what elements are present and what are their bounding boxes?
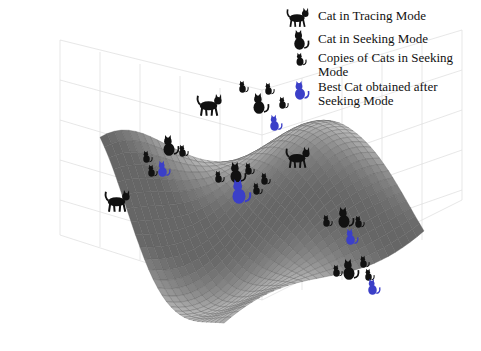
mesh-cell [284, 283, 296, 286]
objective-surface [100, 120, 424, 323]
legend-label: Cat in Seeking Mode [318, 32, 476, 46]
legend-icons [287, 8, 308, 100]
mesh-cell [262, 291, 274, 295]
mesh-cell [144, 259, 156, 270]
mesh-cell [255, 294, 267, 299]
mesh-cell [227, 312, 239, 318]
mesh-cell [109, 155, 121, 170]
mesh-cell [127, 207, 139, 221]
mesh-cell [270, 288, 282, 292]
legend-label: Copies of Cats in Seeking Mode [318, 51, 476, 79]
mesh-cell [248, 298, 260, 303]
mesh-cell [241, 302, 253, 308]
mesh-cell [175, 311, 187, 314]
mesh-cell [166, 302, 178, 308]
mesh-cell [135, 235, 147, 248]
mesh-cell [140, 247, 152, 259]
mesh-cell [153, 279, 165, 288]
best-cats [158, 115, 380, 295]
mesh-cell [149, 270, 161, 281]
mesh-cell [234, 306, 246, 312]
mesh-cell [113, 167, 125, 182]
mesh-cell [131, 221, 143, 235]
mesh-cell [277, 285, 289, 288]
axis-grid [60, 30, 462, 300]
mesh-cell [220, 317, 232, 323]
mesh-cell [158, 288, 170, 296]
legend-label: Best Cat obtained after Seeking Mode [318, 80, 476, 108]
mesh-cell [171, 307, 183, 312]
seeking-cats [164, 93, 359, 280]
legend-label: Cat in Tracing Mode [318, 9, 476, 23]
mesh-cell [162, 295, 174, 302]
tracing-cats [106, 94, 310, 212]
cat-copies [143, 81, 374, 281]
